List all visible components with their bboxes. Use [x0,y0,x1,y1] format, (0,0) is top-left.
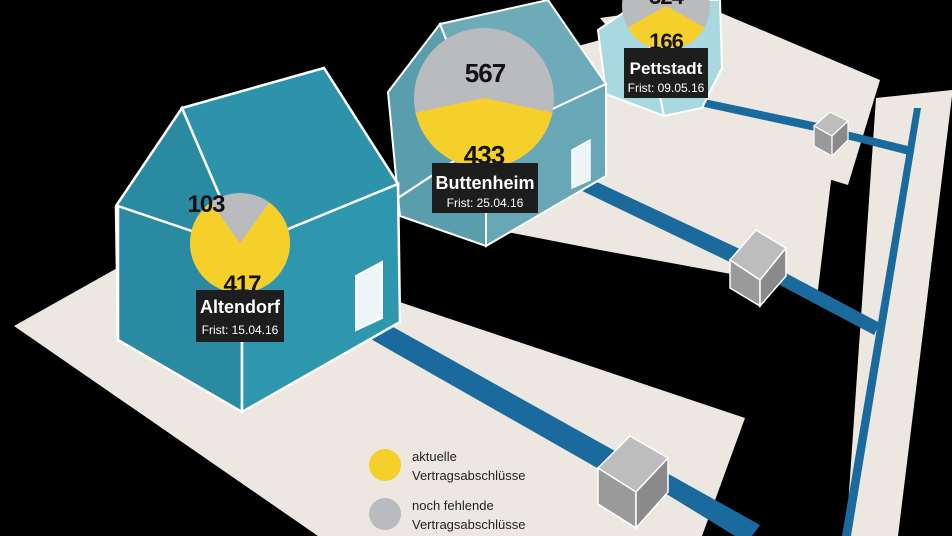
cable-pettstadt [686,96,818,131]
value-missing: 103 [187,191,225,218]
cable-buttenheim-out [776,271,880,335]
legend-signed-line1: aktuelle [412,449,457,464]
legend-missing-line1: noch fehlende [412,498,494,513]
pie-buttenheim [414,28,554,168]
place-name: Altendorf [200,297,281,317]
cable-buttenheim [574,175,742,264]
place-name: Pettstadt [630,59,703,78]
value-missing: 324 [649,0,684,9]
deadline: Frist: 25.04.16 [447,196,524,210]
legend-missing-line2: Vertragsabschlüsse [412,517,525,532]
junction-box-altendorf [596,435,670,530]
pie-charts: 417103433567166324 [187,0,710,298]
legend-signed-line2: Vertragsabschlüsse [412,468,525,483]
cable-altendorf-out [655,472,760,536]
cable-trunk [842,108,921,536]
label-buttenheim: Buttenheim Frist: 25.04.16 [432,163,538,213]
label-altendorf: Altendorf Frist: 15.04.16 [196,290,284,342]
cable-altendorf [355,313,615,473]
junction-box-pettstadt [812,111,850,158]
pie-pettstadt [622,0,710,50]
pie-slice-signed [415,98,553,168]
door-buttenheim [571,138,591,190]
junction-box-buttenheim [728,229,788,309]
deadline: Frist: 09.05.16 [628,81,705,95]
house-altendorf [114,66,402,415]
cable-pettstadt-out [842,131,912,155]
legend-swatch-signed [369,449,401,481]
legend: aktuelle Vertragsabschlüsse noch fehlend… [369,449,525,532]
pie-altendorf [190,193,290,293]
place-name: Buttenheim [436,173,535,193]
pie-slice-signed [190,202,290,293]
deadline: Frist: 15.04.16 [202,323,279,337]
legend-swatch-missing [369,498,401,530]
pie-slice-signed [627,6,705,50]
door-altendorf [355,260,383,332]
value-missing: 567 [465,58,506,88]
cable-network [355,96,921,536]
ground-strip-right [846,90,952,536]
label-pettstadt: Pettstadt Frist: 09.05.16 [624,48,708,98]
